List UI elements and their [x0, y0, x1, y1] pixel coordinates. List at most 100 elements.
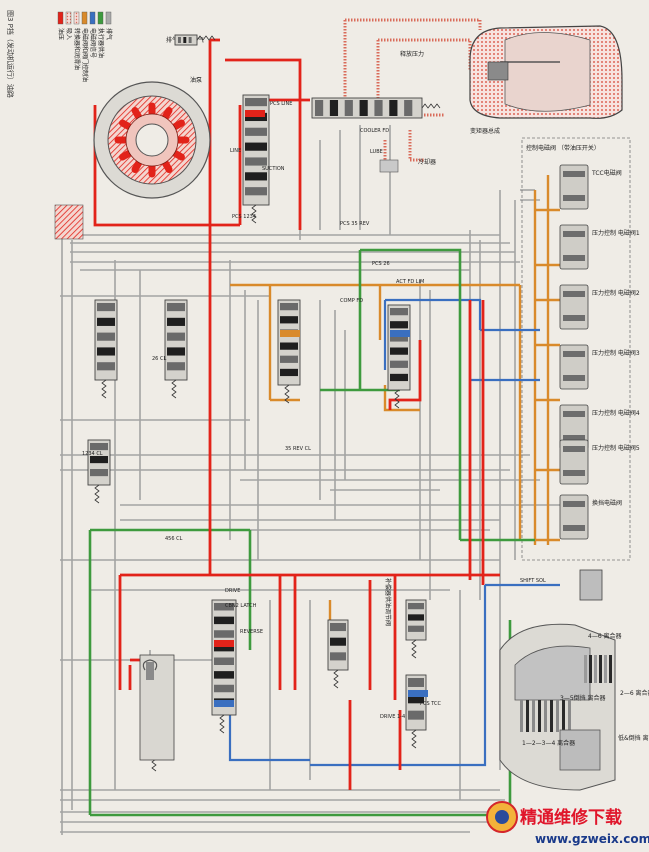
valve-land	[214, 616, 234, 625]
valve-land	[408, 694, 424, 704]
valve-land	[214, 603, 234, 611]
label-line: LINE	[230, 148, 241, 154]
clutch-26-label: 2—6 离合器	[620, 689, 649, 697]
valve-land-highlight	[390, 330, 410, 337]
valve-land	[214, 643, 234, 652]
green-mid-top	[360, 248, 462, 540]
line-labels: PCS LINE LINE SUCTION PCS 1234 PCS 35 RE…	[82, 101, 622, 720]
lube-block	[379, 159, 399, 173]
clutch-plate	[550, 700, 553, 732]
clutch-plate	[568, 700, 571, 732]
manual-valve	[139, 654, 175, 761]
clutch-plate	[532, 700, 535, 732]
valve-land	[245, 142, 267, 151]
legend-label: 吸入	[65, 28, 72, 40]
conv-cooler-out	[408, 130, 425, 162]
valve-land	[245, 127, 267, 136]
clutch-hub	[559, 729, 601, 771]
label-pcs-1234: PCS 1234	[232, 214, 256, 220]
valve-land	[245, 98, 267, 107]
solenoid-coil	[563, 171, 585, 177]
solenoid-coil	[563, 470, 585, 476]
solenoid-label: 换挡电磁阀	[592, 499, 622, 507]
legend-label: 油压	[57, 28, 65, 40]
valve-land	[408, 710, 424, 720]
blue-top	[385, 298, 482, 330]
valve-land	[329, 100, 339, 116]
solenoid-label: 压力控制 电磁阀5	[592, 444, 640, 452]
legend-label: 电磁阀和阀门控制油	[81, 28, 89, 82]
valve-land	[183, 37, 187, 43]
pump-hub	[135, 123, 169, 157]
valve-land	[280, 342, 298, 350]
valve-land	[97, 317, 115, 326]
label-pcs-35rev: PCS 35 REV	[340, 221, 370, 227]
solenoid-label: 压力控制 电磁阀1	[592, 229, 640, 237]
clutch-plate	[526, 700, 529, 732]
blue-left-loop	[228, 700, 310, 762]
torque-converter: 变矩器总成	[469, 25, 623, 135]
clutch-plate	[609, 655, 612, 683]
valve-land	[214, 657, 234, 665]
valve-land	[390, 360, 408, 368]
legend-swatch	[73, 11, 80, 25]
valve-land	[97, 332, 115, 341]
clutch-plate	[538, 700, 541, 732]
legend: 油压吸入转换器和润滑油电磁阀和阀门控制油电磁阀信号执行器供油排气	[57, 11, 113, 82]
label-drive: DRIVE	[225, 588, 240, 594]
cooler-label: 冷却器	[418, 158, 436, 166]
valve-land	[344, 100, 353, 116]
valve-land-highlight	[214, 700, 234, 707]
valve-land	[167, 317, 185, 326]
valve-land	[390, 373, 408, 382]
torque-converter-label: 变矩器总成	[470, 127, 500, 135]
label-comp-fd: COMP FD	[340, 298, 363, 304]
valve-land	[167, 332, 185, 341]
label-act-fd-lim: ACT FD LIM	[396, 279, 424, 285]
valve-land	[390, 334, 408, 342]
lube-label: LUBE	[370, 149, 383, 155]
control-oil-network	[230, 175, 560, 650]
solenoid-coil	[563, 291, 585, 297]
valve-land	[330, 652, 346, 661]
legend-swatch	[57, 11, 64, 25]
red-cooler-feed	[225, 58, 302, 100]
label-cbn2-latch: CBN2 LATCH	[225, 603, 257, 609]
valve-land	[178, 37, 181, 43]
legend-label: 执行器供油	[97, 28, 105, 58]
valve-land-highlight	[280, 330, 300, 337]
solenoid-coil	[563, 351, 585, 357]
valve-land	[97, 303, 115, 312]
valve-land	[330, 623, 346, 632]
solenoid-coil	[563, 435, 585, 441]
manual-valve-hook	[142, 659, 158, 671]
solenoid-coil	[563, 446, 585, 452]
clutch-plate	[594, 655, 597, 683]
solenoid-label: 压力控制 电磁阀3	[592, 349, 640, 357]
solenoid-label: 压力控制 电磁阀4	[592, 409, 640, 417]
release-label: 释放压力	[400, 50, 424, 58]
converter-impeller	[504, 32, 591, 112]
valve-spring	[251, 204, 257, 224]
label-1234-cl: 1234 CL	[82, 451, 103, 457]
valve-land	[90, 469, 108, 477]
manual-valve-body	[139, 654, 175, 761]
orange-mid-loop	[383, 385, 420, 412]
valve-land	[280, 303, 298, 311]
clutch-lowrev-label: 低&倒挡 离合器	[618, 734, 649, 742]
valve-land	[97, 362, 115, 371]
watermark-url: www.gzweix.com	[535, 832, 649, 846]
red-loop	[388, 340, 422, 410]
valve-land	[404, 100, 413, 116]
valve-land	[245, 187, 267, 196]
valve-land	[389, 100, 398, 116]
valve-land	[408, 678, 424, 687]
blue-shift-lower	[380, 585, 487, 767]
valve-land	[408, 614, 424, 621]
valve-land	[245, 157, 267, 166]
valve-spring	[284, 384, 290, 404]
valve-spring	[171, 379, 177, 399]
valve-land	[330, 637, 346, 646]
valve-spring	[219, 714, 225, 734]
